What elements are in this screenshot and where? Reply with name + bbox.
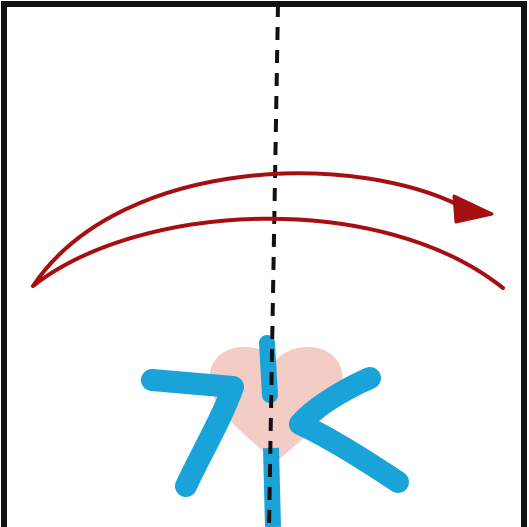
right-chevron-limb: [289, 367, 409, 493]
blue-center-stem-top: [259, 335, 278, 403]
blue-center-stem-bottom: [263, 447, 281, 527]
curved-arrow-head: [452, 194, 494, 224]
curved-arrow-band: [31, 171, 505, 290]
left-bracket-limb: [141, 369, 244, 497]
heart-shape: [209, 346, 343, 462]
dashed-vertical-midline: [267, 3, 280, 527]
